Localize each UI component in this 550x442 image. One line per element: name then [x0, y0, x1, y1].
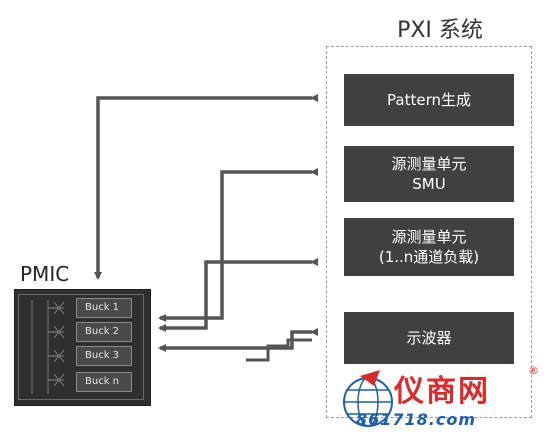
block-sublabel: (1..n通道负载) — [378, 248, 480, 266]
pmic-internal-routing — [31, 300, 65, 394]
block-label: 示波器 — [406, 329, 452, 347]
smu-load-block: 源测量单元 (1..n通道负载) — [344, 218, 514, 276]
oscilloscope-block: 示波器 — [344, 312, 514, 364]
block-label: 源测量单元 — [391, 228, 467, 246]
pattern-generator-block: Pattern生成 — [344, 74, 514, 126]
block-sublabel: SMU — [412, 175, 446, 193]
wire-pattern-to-pmic — [94, 94, 318, 280]
smu-block: 源测量单元 SMU — [344, 146, 514, 202]
pxi-system-title: PXI 系统 — [397, 18, 483, 43]
registered-mark: ® — [528, 364, 539, 377]
buck-n: Buck n — [76, 372, 132, 392]
watermark-url: 861718.com — [356, 410, 477, 429]
watermark-name: 仪商网 — [394, 374, 490, 409]
pmic-label: PMIC — [20, 262, 70, 286]
wire-smu-to-buck2 — [158, 168, 318, 322]
block-label: Pattern生成 — [387, 91, 471, 109]
buck-2: Buck 2 — [76, 322, 132, 342]
pxi-system-frame — [326, 46, 532, 418]
buck-3: Buck 3 — [76, 346, 132, 366]
watermark-logo: 仪商网 ® 861718.com — [340, 364, 550, 442]
globe-icon — [343, 370, 393, 427]
block-label: 源测量单元 — [391, 155, 467, 173]
wire-scope-probe — [246, 338, 312, 362]
pmic-chip-inner — [18, 294, 144, 400]
buck-1: Buck 1 — [76, 298, 132, 318]
